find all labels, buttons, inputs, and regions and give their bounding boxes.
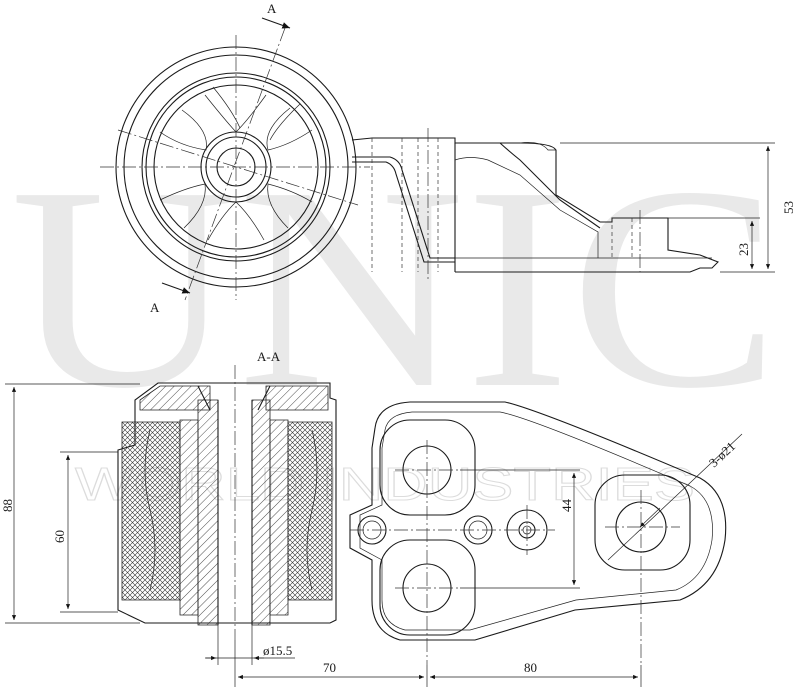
section-dimensions: 88 60 ø15.5 xyxy=(0,387,295,665)
section-view xyxy=(5,365,337,640)
dim-bore-diameter: ø15.5 xyxy=(263,643,292,658)
dim-side-height: 53 xyxy=(781,201,796,214)
side-dimensions: 53 23 xyxy=(560,142,796,273)
section-cut-markers: A A xyxy=(150,1,291,315)
section-label: A-A xyxy=(257,349,281,364)
dim-bore-height: 60 xyxy=(52,530,67,543)
dim-overall-height: 88 xyxy=(0,499,15,512)
plan-view-bracket xyxy=(349,401,727,665)
dim-spacing-right: 80 xyxy=(524,660,537,675)
dim-side-step: 23 xyxy=(736,243,751,256)
dim-hole-spacing: 44 xyxy=(559,499,574,513)
side-view-bracket xyxy=(351,128,719,280)
watermark: UNIC WORLD INDUSTRIES xyxy=(10,127,780,511)
cut-mark-top-label: A xyxy=(267,1,277,16)
top-view-bushing xyxy=(100,27,370,301)
watermark-brand: UNIC xyxy=(10,127,780,448)
dim-spacing-left: 70 xyxy=(323,660,336,675)
cut-mark-bottom-label: A xyxy=(150,300,160,315)
